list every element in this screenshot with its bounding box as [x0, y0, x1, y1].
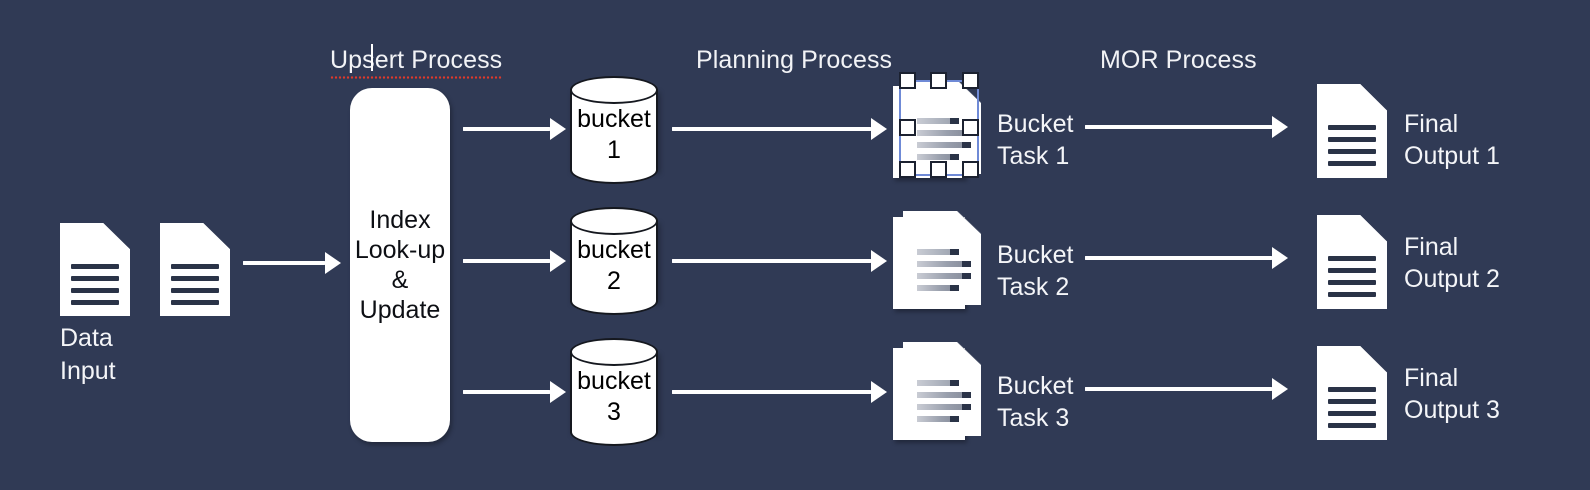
- bucket-task-stack-2[interactable]: [893, 211, 981, 309]
- document-lines: [71, 263, 119, 305]
- bucket-task-3-caption-line1: Bucket: [997, 372, 1074, 400]
- document-front-page: [903, 211, 981, 305]
- final-output-3-caption-line2: Output 3: [1404, 396, 1500, 424]
- final-output-1-caption-line2: Output 1: [1404, 142, 1500, 170]
- bucket-task-2-caption-line2: Task 2: [997, 273, 1070, 301]
- process-label-upsert-text: Upsert Process: [330, 46, 503, 79]
- selection-handle-top-left[interactable]: [899, 72, 916, 89]
- document-rows: [917, 380, 971, 422]
- final-output-2-caption-line1: Final: [1404, 233, 1459, 261]
- arrow-bucket-3-to-task-3: [672, 381, 887, 403]
- arrow-task-1-to-output-1: [1085, 116, 1288, 138]
- text-caret: [371, 44, 373, 71]
- final-output-2-caption-line2: Output 2: [1404, 265, 1500, 293]
- data-input-document-1[interactable]: [60, 223, 130, 316]
- arrow-task-2-to-output-2: [1085, 247, 1288, 269]
- selection-handle-bottom-left[interactable]: [899, 161, 916, 178]
- cylinder-bottom-mask: [572, 154, 656, 170]
- cylinder-bottom-mask: [572, 416, 656, 432]
- arrow-upsert-to-bucket-2: [463, 250, 566, 272]
- arrow-input-to-upsert: [243, 252, 341, 274]
- bucket-cylinder-2[interactable]: bucket 2: [570, 207, 658, 315]
- bucket-task-2-caption-line1: Bucket: [997, 241, 1074, 269]
- bucket-label-1: bucket 1: [577, 105, 651, 164]
- arrow-bucket-1-to-task-1: [672, 118, 887, 140]
- arrow-task-3-to-output-3: [1085, 378, 1288, 400]
- page-fold-icon: [957, 342, 981, 365]
- arrow-upsert-to-bucket-1: [463, 118, 566, 140]
- data-input-document-2[interactable]: [160, 223, 230, 316]
- bucket-label-3: bucket 3: [577, 367, 651, 426]
- page-fold-icon: [957, 211, 981, 234]
- process-label-planning-text: Planning Process: [696, 46, 893, 74]
- selection-handle-middle-right[interactable]: [962, 119, 979, 136]
- bucket-task-3-caption-line2: Task 3: [997, 404, 1070, 432]
- bucket-task-stack-3[interactable]: [893, 342, 981, 440]
- bucket-label-2: bucket 2: [577, 236, 651, 295]
- bucket-cylinder-1[interactable]: bucket 1: [570, 76, 658, 184]
- final-output-document-3[interactable]: [1317, 346, 1387, 440]
- upsert-process-box-label: Index Look-up & Update: [354, 206, 446, 324]
- final-output-document-2[interactable]: [1317, 215, 1387, 309]
- arrow-upsert-to-bucket-3: [463, 381, 566, 403]
- document-lines: [1328, 125, 1376, 167]
- process-label-planning[interactable]: Planning Process: [696, 45, 892, 75]
- data-input-caption-line1: Data: [60, 324, 113, 352]
- document-lines: [1328, 387, 1376, 429]
- document-lines: [171, 263, 219, 305]
- process-label-upsert[interactable]: Upsert Process: [330, 45, 503, 79]
- document-rows: [917, 249, 971, 291]
- final-output-1-caption-line1: Final: [1404, 110, 1459, 138]
- process-label-mor[interactable]: MOR Process: [1100, 45, 1257, 75]
- data-input-caption-line2: Input: [60, 357, 116, 385]
- selection-handle-top-right[interactable]: [962, 72, 979, 89]
- selection-handle-bottom-right[interactable]: [962, 161, 979, 178]
- cylinder-bottom-mask: [572, 285, 656, 301]
- selection-handle-middle-left[interactable]: [899, 119, 916, 136]
- process-label-mor-text: MOR Process: [1100, 46, 1257, 74]
- document-lines: [1328, 256, 1376, 298]
- cylinder-top: [570, 207, 658, 235]
- cylinder-top: [570, 338, 658, 366]
- bucket-task-1-caption-line2: Task 1: [997, 142, 1070, 170]
- arrow-bucket-2-to-task-2: [672, 250, 887, 272]
- bucket-task-1-caption-line1: Bucket: [997, 110, 1074, 138]
- final-output-3-caption-line1: Final: [1404, 364, 1459, 392]
- selection-handle-bottom-center[interactable]: [930, 161, 947, 178]
- selection-handle-top-center[interactable]: [930, 72, 947, 89]
- final-output-document-1[interactable]: [1317, 84, 1387, 178]
- bucket-cylinder-3[interactable]: bucket 3: [570, 338, 658, 446]
- cylinder-top: [570, 76, 658, 104]
- upsert-process-box[interactable]: Index Look-up & Update: [350, 88, 450, 442]
- document-front-page: [903, 342, 981, 436]
